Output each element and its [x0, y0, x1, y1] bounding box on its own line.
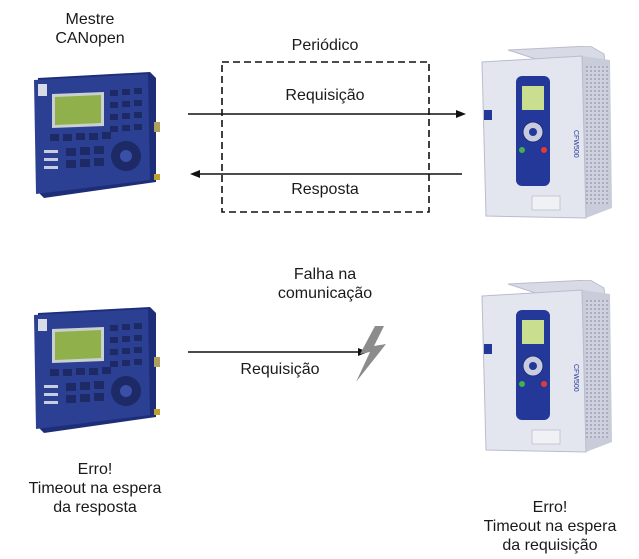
plc-controller-icon — [34, 307, 160, 433]
frequency-drive-icon: CFW500 — [481, 46, 612, 219]
slave-error-line2: Timeout na espera — [483, 518, 617, 535]
drive-brand-bottom: CFW500 — [572, 364, 579, 392]
periodic-label: Periódico — [291, 37, 359, 54]
master-title: Mestre CANopen — [30, 10, 150, 48]
drive-brand-top: CFW500 — [572, 130, 579, 158]
slave-error-line3: da requisição — [502, 537, 598, 554]
master-error-line1: Erro! — [77, 461, 113, 478]
response-label-top: Resposta — [291, 181, 359, 198]
slave-error-label: Erro! Timeout na espera da requisição — [464, 498, 636, 555]
master-title-line2: CANopen — [55, 30, 125, 47]
plc-controller-icon — [34, 72, 160, 198]
failure-line1: Falha na — [293, 266, 357, 283]
master-error-label: Erro! Timeout na espera da resposta — [10, 460, 180, 517]
master-error-line3: da resposta — [53, 499, 137, 516]
slave-error-line1: Erro! — [532, 499, 568, 516]
failure-line2: comunicação — [277, 285, 373, 302]
failure-label: Falha na comunicação — [255, 265, 395, 303]
master-error-line2: Timeout na espera — [28, 480, 162, 497]
frequency-drive-icon: CFW500 — [481, 280, 612, 453]
request-label-bottom: Requisição — [240, 361, 320, 378]
master-title-line1: Mestre — [65, 11, 115, 28]
request-label-top: Requisição — [285, 87, 365, 104]
